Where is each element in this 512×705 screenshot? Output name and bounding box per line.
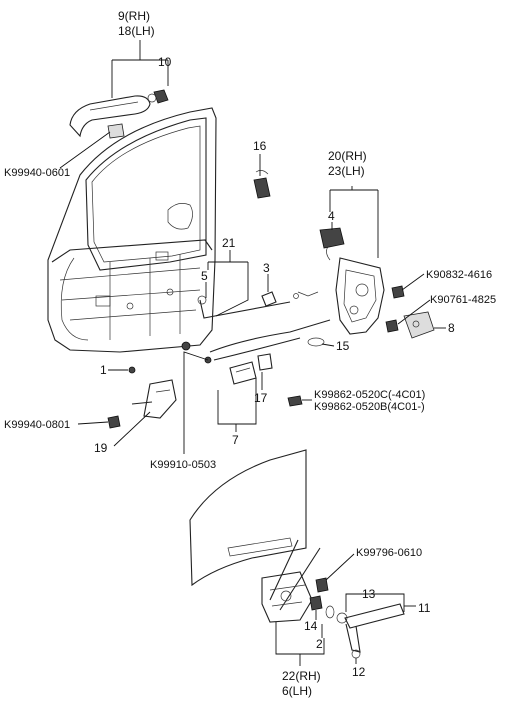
label-17: 17 <box>254 391 268 405</box>
rod-clip <box>253 177 271 199</box>
outside-handle <box>69 95 151 139</box>
washer-2 <box>325 605 335 619</box>
screw-k90761 <box>385 319 399 333</box>
nut-14 <box>309 595 323 611</box>
screw-k90832 <box>391 285 405 299</box>
window-regulator <box>261 539 321 623</box>
label-14: 14 <box>304 619 318 633</box>
grommet <box>307 337 325 347</box>
label-13: 13 <box>362 587 376 601</box>
bolt-k99940 <box>107 415 121 429</box>
label-k99862-0520b: K99862-0520B(4C01-) <box>314 401 425 413</box>
label-4: 4 <box>328 209 335 223</box>
callout-labels: 9(RH) 18(LH) 10 K99940-0601 16 20(RH) 23… <box>4 9 496 698</box>
label-3: 3 <box>263 261 270 275</box>
bolt-part-1 <box>128 366 136 374</box>
door-glass <box>189 449 307 587</box>
rod-3 <box>261 291 277 307</box>
label-12: 12 <box>352 665 366 679</box>
label-10: 10 <box>158 55 172 69</box>
lock-actuator <box>319 227 345 249</box>
window-crank-handle <box>336 603 405 659</box>
label-1: 1 <box>100 363 107 377</box>
label-18lh: 18(LH) <box>118 24 155 38</box>
label-16: 16 <box>253 139 267 153</box>
label-11: 11 <box>418 601 431 615</box>
label-22rh: 22(RH) <box>282 669 321 683</box>
label-19: 19 <box>94 441 108 455</box>
label-5: 5 <box>201 269 208 283</box>
label-20rh: 20(RH) <box>328 149 367 163</box>
bolt-k99796 <box>315 577 329 593</box>
label-21: 21 <box>222 236 236 250</box>
handle-clip <box>153 89 169 104</box>
bolt-k99862 <box>287 395 303 407</box>
label-6lh: 6(LH) <box>282 684 312 698</box>
label-9rh: 9(RH) <box>118 9 150 23</box>
label-7: 7 <box>232 433 239 447</box>
inside-handle <box>229 353 273 385</box>
label-8: 8 <box>448 321 455 335</box>
door-panel <box>47 107 217 353</box>
label-k99940-0801: K99940-0801 <box>4 419 70 431</box>
label-k90761-4825: K90761-4825 <box>430 294 496 306</box>
door-latch-assembly <box>326 237 385 335</box>
label-k99910-0503: K99910-0503 <box>150 459 216 471</box>
label-23lh: 23(LH) <box>328 164 365 178</box>
door-checker <box>131 379 177 419</box>
label-k90832-4616: K90832-4616 <box>426 269 492 281</box>
label-15: 15 <box>336 339 350 353</box>
lock-rod <box>199 299 291 319</box>
label-k99796-0610: K99796-0610 <box>356 547 422 559</box>
label-k99940-0601: K99940-0601 <box>4 167 70 179</box>
label-k99862-0520c: K99862-0520C(-4C01) <box>314 389 425 401</box>
label-2: 2 <box>316 637 323 651</box>
leader-lines <box>59 40 446 666</box>
